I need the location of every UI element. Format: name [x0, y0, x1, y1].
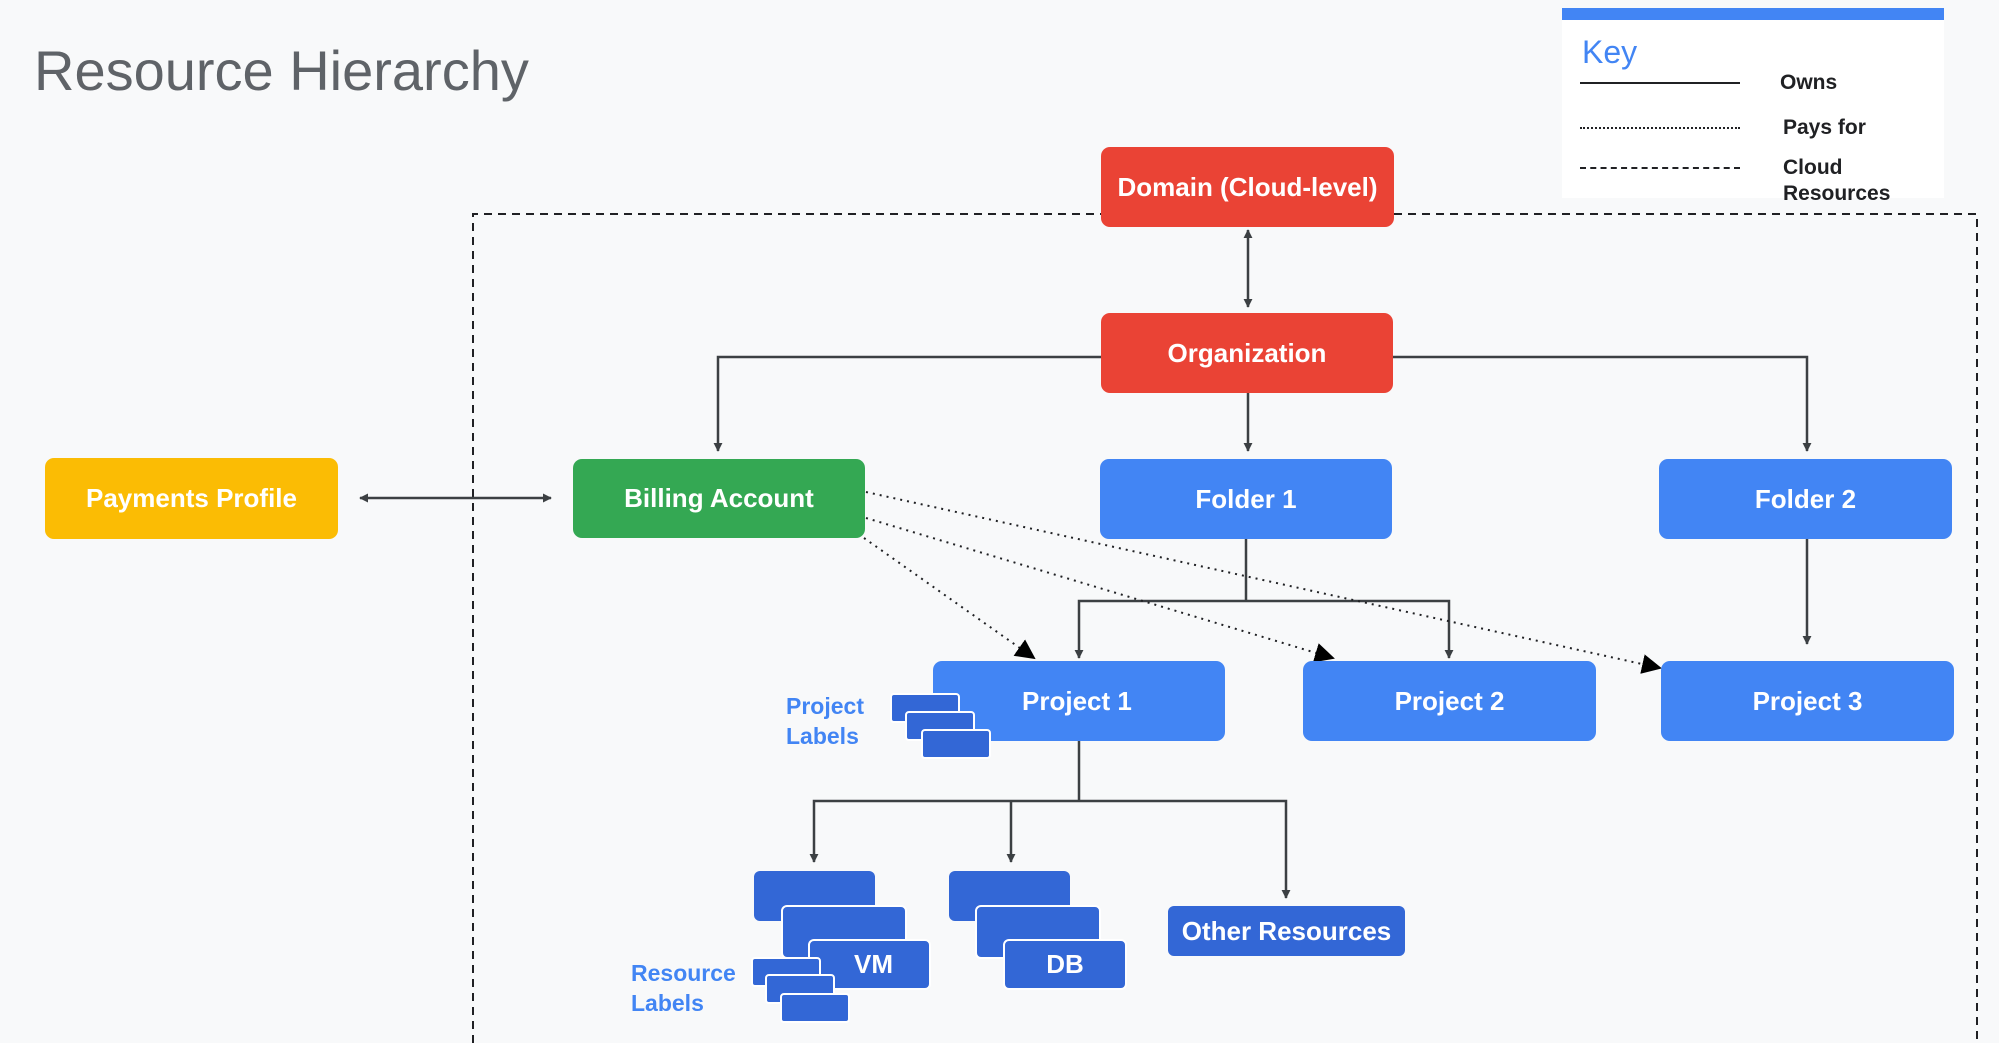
legend-owns-line: [1580, 82, 1740, 84]
resource-labels-caption: Resource Labels: [631, 958, 736, 1018]
project-labels-line2: Labels: [786, 723, 859, 749]
payments-profile-node[interactable]: Payments Profile: [45, 458, 338, 539]
project3-node[interactable]: Project 3: [1661, 661, 1954, 741]
project1-node[interactable]: Project 1: [933, 661, 1225, 741]
other-resources-node[interactable]: Other Resources: [1168, 906, 1405, 956]
edge-organization-billing: [713, 355, 1101, 452]
legend-cloud-resources-line2: Resources: [1783, 182, 1891, 205]
legend-title: Key: [1582, 34, 1638, 70]
edge-billing-project2: [865, 517, 1335, 663]
legend-owns-label: Owns: [1780, 71, 1838, 94]
project2-node[interactable]: Project 2: [1303, 661, 1596, 741]
legend-cloud-resources-label: Cloud Resources: [1783, 155, 1890, 207]
db-node[interactable]: DB: [1003, 939, 1127, 990]
legend-cloud-resources-line: [1580, 167, 1740, 169]
edge-billing-project1: [863, 537, 1036, 660]
resource-labels-line1: Resource: [631, 960, 736, 986]
billing-account-node[interactable]: Billing Account: [573, 459, 865, 538]
edge-folder1-project1: [1074, 599, 1246, 659]
legend-cloud-resources-line1: Cloud: [1783, 156, 1843, 179]
project-labels-caption: Project Labels: [786, 691, 864, 751]
resource-label-tag-3: [780, 993, 850, 1023]
domain-node[interactable]: Domain (Cloud-level): [1101, 147, 1394, 227]
edge-organization-folder2: [1393, 355, 1812, 452]
organization-node[interactable]: Organization: [1101, 313, 1393, 393]
resource-labels-line2: Labels: [631, 990, 704, 1016]
edge-billing-project3: [865, 491, 1662, 674]
legend-pays-for-line: [1580, 127, 1740, 129]
project-labels-line1: Project: [786, 693, 864, 719]
folder2-node[interactable]: Folder 2: [1659, 459, 1952, 539]
legend-pays-for-label: Pays for: [1783, 116, 1866, 139]
project-label-tag-front-3: [921, 729, 991, 759]
edge-folder1-project2: [1246, 599, 1454, 659]
folder1-node[interactable]: Folder 1: [1100, 459, 1392, 539]
legend: Key Owns Pays for Cloud Resources: [1562, 8, 1944, 205]
page-title: Resource Hierarchy: [34, 39, 529, 102]
cloud-resources-boundary: [472, 213, 1978, 1043]
edge-project1-vm: [809, 799, 1079, 863]
edge-project1-other: [1079, 799, 1291, 899]
